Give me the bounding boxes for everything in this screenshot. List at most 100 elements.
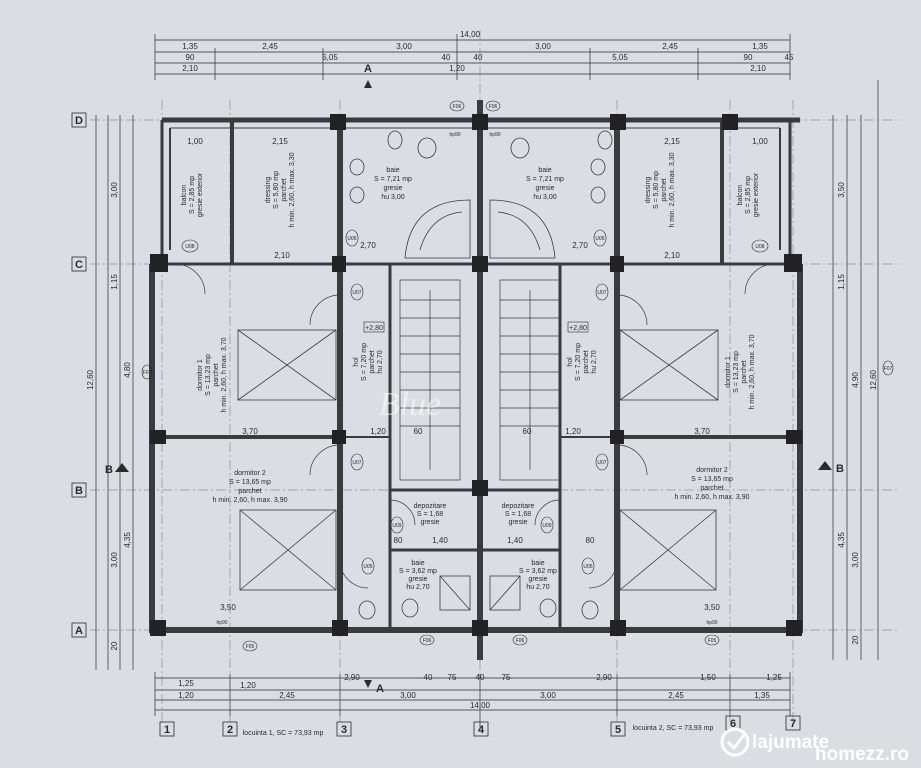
room-area: S = 3,62 mp: [519, 568, 557, 575]
top2-dim-2: 5,05: [322, 53, 338, 62]
room-height: h min. 2,60, h max. 3,30: [289, 152, 296, 227]
inner-dim: 1,40: [507, 536, 523, 545]
room-name: dressing: [645, 177, 652, 204]
room-height: h min. 2,60, h max. 3,90: [212, 497, 287, 504]
inner-dim: 80: [586, 536, 595, 545]
room-height: hu 2,70: [591, 350, 598, 373]
window-tags: [141, 100, 894, 652]
room-finish: gresie: [528, 576, 547, 583]
room-name: baie: [538, 167, 551, 174]
inner-dim: 1,00: [752, 137, 768, 146]
watermark-text: Blue: [379, 386, 441, 423]
top2-dim-5: 5,05: [612, 53, 628, 62]
room-name: dormitor 2: [234, 470, 266, 477]
axis-col-2: 2: [227, 724, 233, 736]
room-finish: parchet: [700, 485, 723, 492]
window-tag: hp90: [449, 132, 460, 138]
room-finish: parchet: [369, 350, 376, 373]
sanitary-fixtures: [349, 130, 613, 620]
bottom-dim-9: 1,25: [766, 673, 782, 682]
top-dim-4: 3,00: [535, 42, 551, 51]
room-area: S = 1,68: [505, 511, 531, 518]
room-finish: parchet: [741, 360, 748, 383]
door-tag: U07: [352, 290, 361, 296]
room-area: S = 13,65 mp: [691, 476, 733, 483]
inner-dim: 1,00: [187, 137, 203, 146]
window-tag: F06: [516, 638, 525, 644]
room-area: S = 1,68: [417, 511, 443, 518]
axis-col-7: 7: [790, 718, 796, 730]
window-tag: F06: [423, 638, 432, 644]
left-dim-1: 3,00: [110, 182, 119, 198]
left-dim-4: 3,00: [110, 552, 119, 568]
room-area: S = 7,21 mp: [526, 176, 564, 183]
door-tag: U06: [595, 236, 604, 242]
room-area: S = 5,80 mp: [273, 171, 280, 209]
bottom2-dim-5: 3,00: [540, 691, 556, 700]
inner-dimensions: 3,70 3,70 1,20 1,20 60 60 1,40 1,40 2,70…: [187, 137, 768, 612]
overall-right-dim: 12,60: [869, 369, 878, 390]
room-name: baie: [531, 560, 544, 567]
bottom2-dim-3: 2,45: [279, 691, 295, 700]
section-A-bottom: A: [376, 683, 384, 695]
room-name: hol: [567, 357, 574, 367]
bottom-dim-8: 1,50: [700, 673, 716, 682]
room-area: S = 13,23 mp: [733, 351, 740, 393]
axis-row-A: A: [75, 625, 83, 637]
top-dim-6: 1,35: [752, 42, 768, 51]
bottom-dim-1: 1,25: [178, 679, 194, 688]
inner-dim: 3,70: [694, 427, 710, 436]
door-tag: U08: [185, 244, 194, 250]
right-dim-3: 4,90: [851, 372, 860, 388]
window-tag: hp90: [706, 620, 717, 626]
inner-dim: 2,10: [664, 251, 680, 260]
room-name: hol: [353, 357, 360, 367]
inner-dim: 1,20: [565, 427, 581, 436]
level-marks: +2,80 +2,80: [363, 321, 589, 333]
axis-row-D: D: [75, 115, 83, 127]
room-area: S = 3,62 mp: [399, 568, 437, 575]
inner-dim: 2,70: [572, 241, 588, 250]
check-icon: [726, 734, 746, 751]
inner-dim: 60: [414, 427, 423, 436]
bottom2-dim-4: 3,00: [400, 691, 416, 700]
room-name: depozitare: [502, 503, 535, 510]
unit-label-1: locuinta 1, SC = 73,93 mp: [243, 730, 324, 737]
room-area: S = 7,20 mp: [361, 343, 368, 381]
side-dimension-lines: [95, 80, 879, 670]
top-dim-2: 2,45: [262, 42, 278, 51]
axis-col-4: 4: [478, 724, 485, 736]
room-finish: parchet: [661, 178, 668, 201]
section-B-left: B: [105, 464, 113, 476]
door-tag: U09: [542, 523, 551, 529]
left-dim-2: 1,15: [110, 274, 119, 290]
right-dim-2: 1,15: [837, 274, 846, 290]
top2-dim-4: 40: [474, 53, 483, 62]
inner-dim: 2,15: [272, 137, 288, 146]
right-dim-6: 20: [851, 635, 860, 644]
room-finish: gresie: [383, 185, 402, 192]
room-area: S = 7,20 mp: [575, 343, 582, 381]
door-tags: [181, 229, 769, 575]
axis-row-labels: D C B A: [71, 112, 87, 638]
window-tag: hp90: [489, 132, 500, 138]
room-finish: gresie: [508, 519, 527, 526]
bottom2-dim-7: 1,35: [754, 691, 770, 700]
top-dim-3: 3,00: [396, 42, 412, 51]
top3-dim-3: 2,10: [750, 64, 766, 73]
left-dim-3: 4,80: [123, 362, 132, 378]
room-height: hu 2,70: [406, 584, 429, 591]
window-tag: F05: [708, 638, 717, 644]
right-dim-5: 4,35: [837, 532, 846, 548]
room-name: dormitor 2: [696, 467, 728, 474]
section-A-top: A: [364, 63, 372, 75]
room-area: S = 2,85 mp: [189, 176, 196, 214]
window-tag: F05: [246, 644, 255, 650]
bottom-dim-5: 40: [476, 673, 485, 682]
room-finish: gresie: [420, 519, 439, 526]
inner-dim: 60: [523, 427, 532, 436]
right-dim-1: 3,50: [837, 182, 846, 198]
bottom-dim-7: 2,90: [596, 673, 612, 682]
window-tag: F07: [143, 370, 152, 376]
